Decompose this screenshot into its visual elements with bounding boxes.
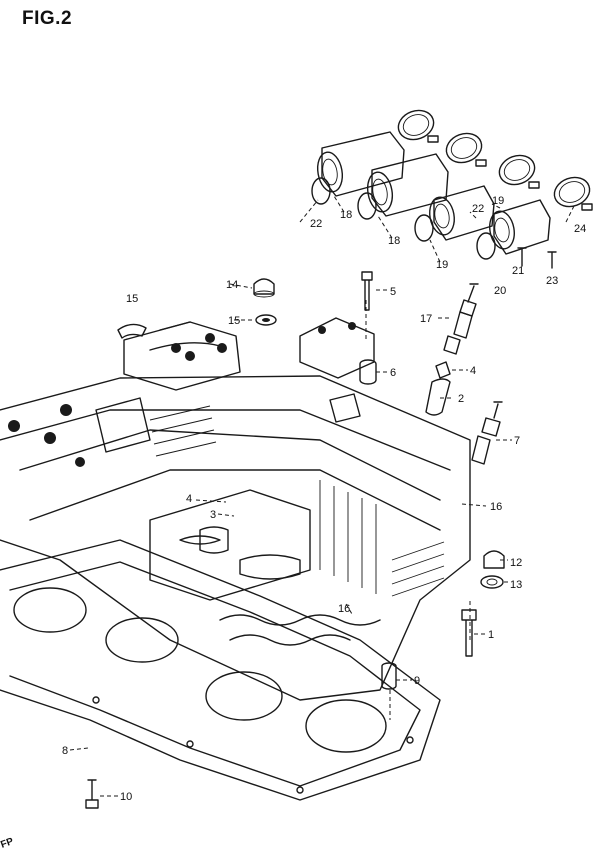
bolt-1 (461, 609, 477, 657)
plug-cap-4 (435, 361, 451, 379)
small-parts-group (85, 271, 505, 809)
clamp-ring (402, 114, 430, 136)
intake-pipes-group (311, 109, 593, 269)
callout-16: 16 (490, 501, 502, 513)
plug-cap-2 (425, 378, 451, 416)
callout-20: 20 (494, 285, 506, 297)
cylinder-head (0, 300, 471, 720)
intake-pipe (433, 185, 495, 241)
o-ring (476, 232, 496, 260)
clamp-ring (445, 132, 483, 164)
callout-18: 18 (340, 209, 352, 221)
figure-title: FIG.2 (22, 8, 73, 29)
callout-9: 9 (414, 675, 420, 687)
callout-8: 8 (62, 745, 68, 757)
callout-7: 7 (514, 435, 520, 447)
callout-22: 22 (310, 218, 322, 230)
callout-2: 2 (458, 393, 464, 405)
callout-6: 6 (390, 367, 396, 379)
callout-3: 3 (210, 509, 216, 521)
callout-22: 22 (472, 203, 484, 215)
washer-13 (480, 575, 504, 589)
cap-14 (253, 278, 275, 295)
washer-15 (255, 314, 277, 326)
callout-23: 23 (546, 275, 558, 287)
callout-17: 17 (420, 313, 432, 325)
o-ring (311, 177, 331, 205)
callout-19: 19 (436, 259, 448, 271)
callout-14: 14 (226, 279, 238, 291)
callout-16: 16 (338, 603, 350, 615)
callout-1: 1 (488, 629, 494, 641)
callout-labels: 22 18 18 19 22 19 24 21 23 20 14 15 15 5… (62, 195, 586, 803)
callout-18: 18 (388, 235, 400, 247)
o-ring (357, 192, 377, 220)
cap-12 (483, 550, 505, 569)
dowel-6 (359, 359, 377, 385)
callout-5: 5 (390, 286, 396, 298)
callout-24: 24 (574, 223, 586, 235)
callout-4: 4 (186, 493, 192, 505)
clamp-ring (553, 176, 591, 208)
callout-15: 15 (126, 293, 138, 305)
clamp-ring (498, 154, 536, 186)
callout-4: 4 (470, 365, 476, 377)
spark-plug-upper (443, 283, 479, 355)
callout-13: 13 (510, 579, 522, 591)
clamp-ring (450, 137, 478, 159)
spark-plug-lower (471, 401, 503, 465)
dowel-9 (381, 662, 397, 690)
leader-lines (69, 195, 575, 797)
intake-pipe (493, 199, 551, 255)
clamp-ring (397, 109, 435, 141)
o-ring (414, 214, 434, 242)
cam-caps-group (117, 317, 375, 391)
bolt-5 (361, 271, 373, 311)
head-gasket (0, 539, 441, 801)
corner-mark: FP (0, 836, 15, 851)
callout-15: 15 (228, 315, 240, 327)
clamp-ring (558, 181, 586, 203)
callout-21: 21 (512, 265, 524, 277)
callout-10: 10 (120, 791, 132, 803)
callout-12: 12 (510, 557, 522, 569)
callout-19: 19 (492, 195, 504, 207)
clamp-ring (503, 159, 531, 181)
bolt-10 (85, 779, 99, 809)
